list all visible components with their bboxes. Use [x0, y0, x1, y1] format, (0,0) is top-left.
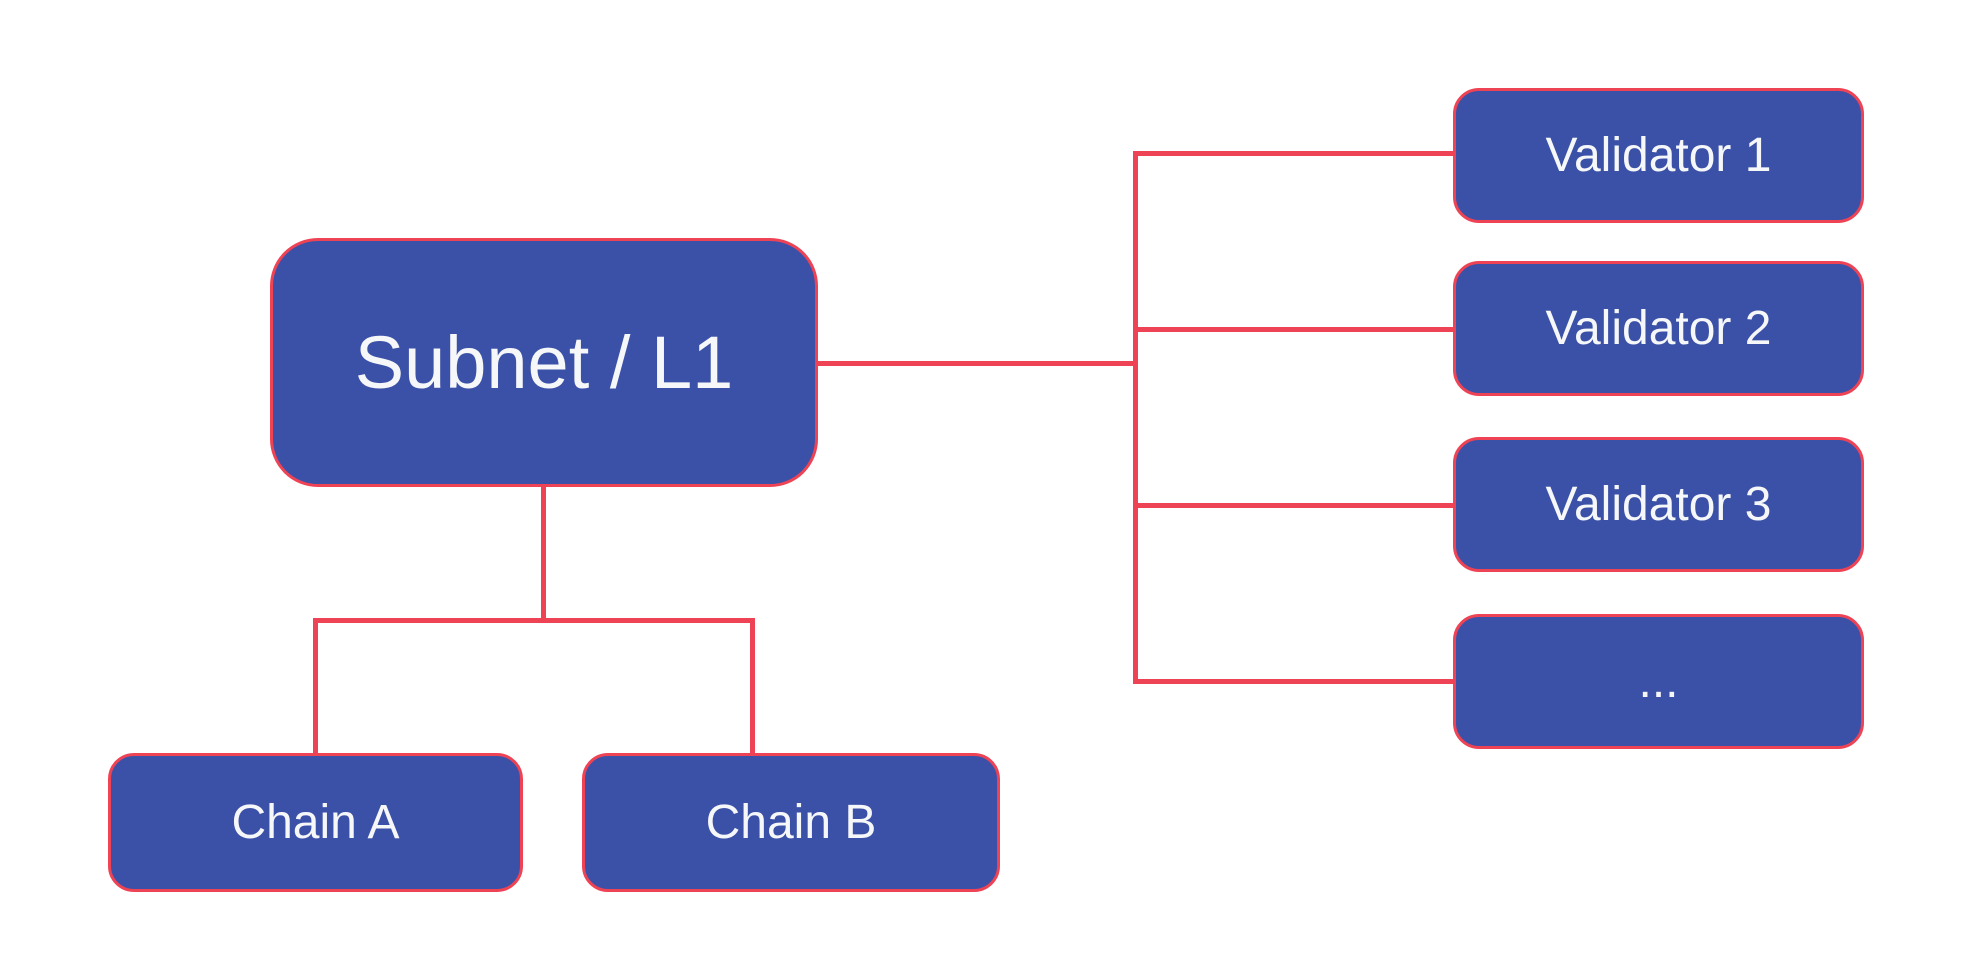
connector-validator-3-branch	[1133, 503, 1456, 508]
connector-subnet-down	[541, 487, 546, 621]
validator-2-node: Validator 2	[1453, 261, 1864, 396]
validator-1-node: Validator 1	[1453, 88, 1864, 223]
connector-chains-branch	[313, 618, 755, 623]
subnet-l1-label: Subnet / L1	[354, 320, 734, 404]
validator-more-node: ...	[1453, 614, 1864, 749]
connector-validator-1-branch	[1133, 151, 1456, 156]
connector-chain-b-drop	[750, 618, 755, 755]
chain-b-label: Chain B	[705, 795, 877, 849]
connector-chain-a-drop	[313, 618, 318, 755]
subnet-l1-node: Subnet / L1	[270, 238, 818, 487]
validator-3-node: Validator 3	[1453, 437, 1864, 572]
chain-b-node: Chain B	[582, 753, 1000, 892]
connector-validator-more-branch	[1133, 679, 1456, 684]
validator-2-label: Validator 2	[1545, 301, 1772, 355]
validator-3-label: Validator 3	[1545, 477, 1772, 531]
validator-1-label: Validator 1	[1545, 128, 1772, 182]
connector-subnet-right	[815, 361, 1137, 366]
validator-more-label: ...	[1638, 654, 1679, 708]
connector-validator-2-branch	[1133, 327, 1456, 332]
chain-a-node: Chain A	[108, 753, 523, 892]
chain-a-label: Chain A	[231, 795, 400, 849]
connector-validator-trunk	[1133, 151, 1138, 684]
